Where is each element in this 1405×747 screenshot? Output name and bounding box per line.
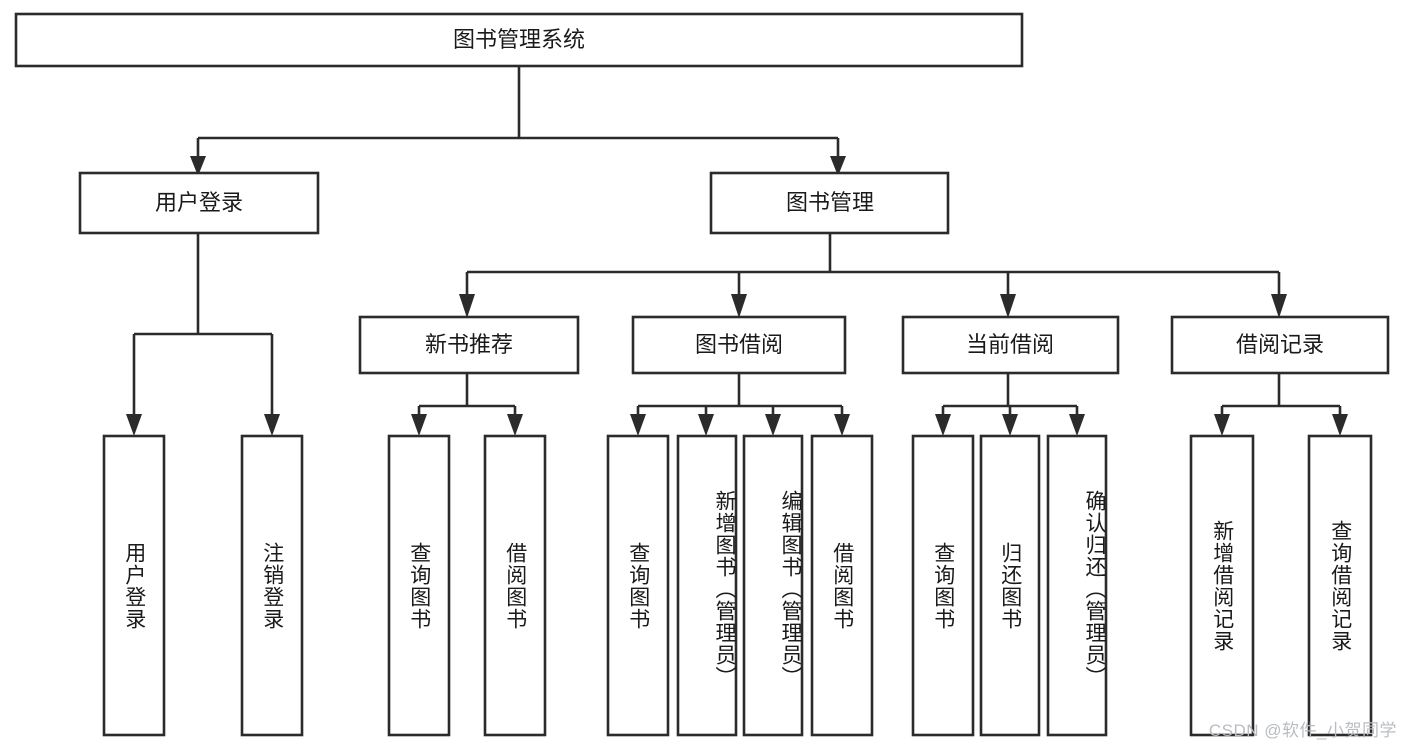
arrow-head-leaf-edit-book — [765, 414, 781, 436]
leaf-box-borrow-book-2[interactable] — [810, 434, 874, 737]
node-book-manage[interactable]: 图书管理 — [709, 171, 950, 235]
node-borrow-record-box[interactable] — [1170, 315, 1390, 375]
leaf-box-return-book[interactable] — [979, 434, 1041, 737]
leaf-boxes — [102, 434, 1373, 737]
arrow-head-leaf-query-book-2 — [630, 414, 646, 436]
arrow-head-leaf-user-logout — [264, 414, 280, 436]
csdn-watermark: CSDN @软件_小贺同学 — [1208, 721, 1397, 740]
leaf-box-confirm-return[interactable] — [1046, 434, 1108, 737]
arrow-head-leaf-confirm-return — [1069, 414, 1085, 436]
arrow-head-leaf-add-book — [698, 414, 714, 436]
node-root-label: 图书管理系统 — [453, 27, 585, 52]
leaf-box-query-book-3[interactable] — [911, 434, 975, 737]
arrow-head-leaf-borrow-book-2 — [834, 414, 850, 436]
arrow-head-leaf-query-record — [1332, 414, 1348, 436]
arrow-head-leaf-query-book-3 — [935, 414, 951, 436]
node-new-book-rec-box[interactable] — [358, 315, 580, 375]
arrow-head-leaf-user-login — [126, 414, 142, 436]
leaf-box-user-logout[interactable] — [240, 434, 304, 737]
arrow-head-leaf-return-book — [1002, 414, 1018, 436]
node-new-book-rec[interactable]: 新书推荐 — [358, 315, 580, 375]
node-user-login-label: 用户登录 — [155, 190, 243, 215]
arrow-head-user-login — [190, 156, 206, 176]
arrow-head-leaf-borrow-book-1 — [507, 414, 523, 436]
node-book-manage-box[interactable] — [709, 171, 950, 235]
node-root-box[interactable] — [14, 12, 1024, 68]
arrow-head-current-borrow — [1000, 294, 1016, 318]
node-book-borrow-label: 图书借阅 — [695, 332, 783, 357]
leaf-box-borrow-book-1[interactable] — [483, 434, 547, 737]
node-current-borrow[interactable]: 当前借阅 — [901, 315, 1120, 375]
arrow-head-book-borrow — [731, 294, 747, 318]
arrow-head-borrow-record — [1271, 294, 1287, 318]
node-book-borrow[interactable]: 图书借阅 — [631, 315, 847, 375]
arrow-head-leaf-query-book-1 — [411, 414, 427, 436]
node-book-manage-label: 图书管理 — [786, 190, 874, 215]
connector-group — [126, 66, 1348, 436]
node-borrow-record-label: 借阅记录 — [1236, 332, 1324, 357]
arrow-head-book-manage — [830, 156, 846, 176]
node-borrow-record[interactable]: 借阅记录 — [1170, 315, 1390, 375]
leaf-box-add-book[interactable] — [676, 434, 738, 737]
node-user-login[interactable]: 用户登录 — [78, 171, 320, 235]
node-user-login-box[interactable] — [78, 171, 320, 235]
leaf-box-add-record[interactable] — [1189, 434, 1255, 737]
leaf-box-query-book-2[interactable] — [606, 434, 670, 737]
node-root[interactable]: 图书管理系统 — [14, 12, 1024, 68]
arrow-head-new-book-rec — [459, 294, 475, 318]
node-book-borrow-box[interactable] — [631, 315, 847, 375]
arrow-head-leaf-add-record — [1214, 414, 1230, 436]
leaf-box-query-record[interactable] — [1307, 434, 1373, 737]
leaf-box-edit-book[interactable] — [742, 434, 804, 737]
node-current-borrow-box[interactable] — [901, 315, 1120, 375]
node-current-borrow-label: 当前借阅 — [966, 332, 1054, 357]
leaf-box-query-book-1[interactable] — [387, 434, 451, 737]
leaf-box-user-login[interactable] — [102, 434, 166, 737]
node-new-book-rec-label: 新书推荐 — [425, 332, 513, 357]
